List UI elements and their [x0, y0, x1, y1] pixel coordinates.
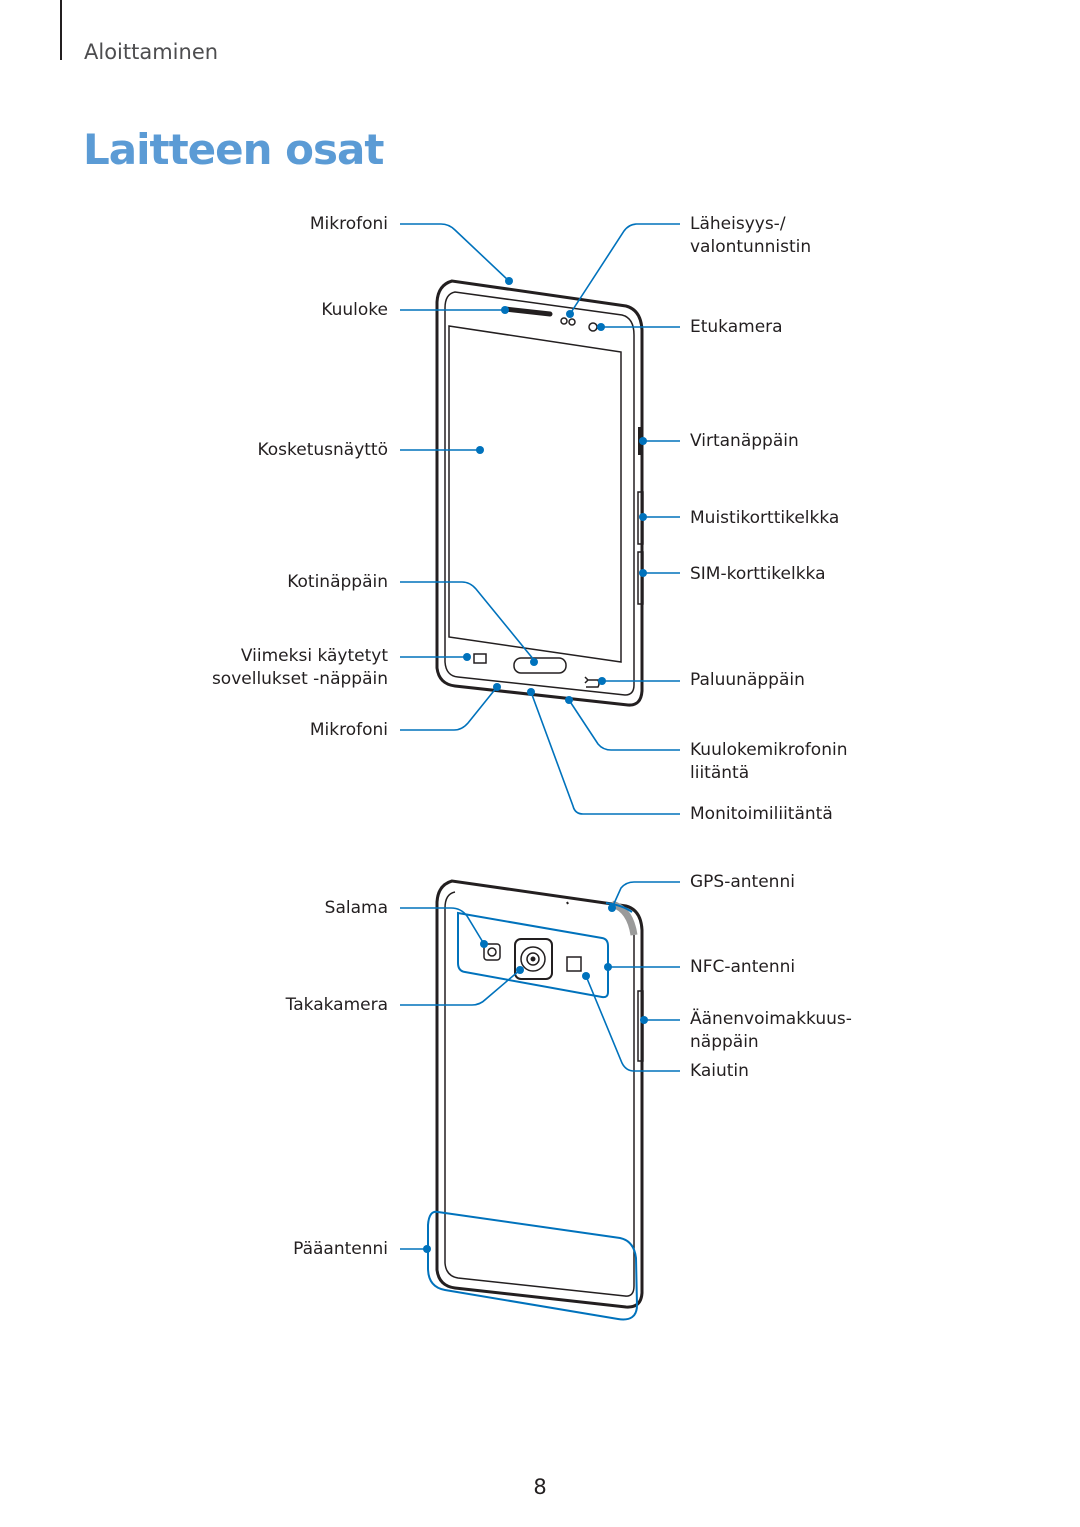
front-camera-icon: [588, 322, 598, 332]
label-muistikortti: Muistikorttikelkka: [690, 508, 840, 528]
label-mikrofoni-bottom: Mikrofoni: [309, 720, 388, 740]
callout-kuulokemikrofoni: [568, 699, 680, 751]
nfc-antenna-region: [457, 911, 609, 999]
callout-mikrofoni-top: [400, 223, 510, 282]
callout-kaiutin: [585, 975, 680, 1072]
label-paaantenni: Pääantenni: [293, 1239, 388, 1259]
front-body: [435, 279, 644, 707]
sensor-left: [560, 317, 568, 325]
sim-card-tray: [637, 551, 644, 605]
callout-kotinappain: [400, 581, 535, 661]
rear-flash-icon: [483, 943, 501, 961]
callout-gps: [611, 881, 680, 909]
page-number: 8: [533, 1475, 547, 1499]
label-nfc: NFC-antenni: [690, 957, 796, 977]
label-virtanappain: Virtanäppäin: [690, 431, 799, 451]
callout-salama: [400, 907, 485, 945]
back-body: [435, 879, 644, 1309]
label-kotinappain: Kotinäppäin: [287, 572, 388, 592]
volume-key: [637, 990, 644, 1062]
label-kosketusnaytto: Kosketusnäyttö: [257, 440, 388, 460]
label-laheisyys-line1: Läheisyys-/: [690, 214, 786, 234]
label-kuulokemikrofoni-line2: liitäntä: [690, 763, 750, 783]
front-bezel: [444, 291, 635, 696]
front-view: [435, 277, 644, 707]
label-simkortti: SIM-korttikelkka: [690, 564, 826, 584]
back-view: [435, 879, 644, 1309]
label-etukamera: Etukamera: [690, 317, 783, 337]
callout-mikrofoni-bottom: [400, 686, 498, 731]
gps-antenna-marker: [605, 902, 633, 913]
label-viimeksi-line1: Viimeksi käytetyt: [240, 646, 388, 666]
callouts: [400, 223, 680, 1250]
rear-camera-lens: [520, 946, 546, 972]
speaker-grille: [566, 956, 582, 972]
earpiece: [502, 306, 553, 317]
label-paluunappain: Paluunäppäin: [690, 670, 805, 690]
label-kaiutin: Kaiutin: [690, 1061, 749, 1081]
margin-rule: [60, 0, 62, 60]
antenna-regions: [427, 902, 639, 1321]
top-mic-hole: [566, 901, 569, 905]
rear-camera-module: [514, 938, 553, 980]
label-volume-line1: Äänenvoimakkuus-: [690, 1009, 852, 1029]
label-volume-line2: näppäin: [690, 1032, 759, 1052]
callout-dots: [423, 277, 648, 1253]
label-laheisyys-line2: valontunnistin: [690, 237, 812, 257]
label-takakamera: Takakamera: [285, 995, 388, 1015]
section-header: Aloittaminen: [84, 40, 219, 64]
touchscreen-outline: [448, 325, 622, 663]
label-viimeksi-line2: sovellukset -näppäin: [211, 669, 388, 689]
sensor-right: [568, 318, 576, 326]
label-monitoimi: Monitoimiliitäntä: [690, 804, 833, 824]
label-mikrofoni-top: Mikrofoni: [309, 214, 388, 234]
page-title: Laitteen osat: [83, 125, 384, 174]
callout-monitoimi: [530, 691, 680, 815]
label-kuulokemikrofoni-line1: Kuulokemikrofonin: [690, 740, 848, 760]
callout-laheisyys: [569, 223, 680, 315]
recent-apps-icon: [473, 653, 487, 664]
label-gps: GPS-antenni: [690, 872, 795, 892]
home-key: [513, 657, 567, 674]
back-icon: [584, 676, 600, 688]
callout-takakamera: [400, 969, 521, 1006]
back-inner-edge: [444, 891, 635, 1297]
main-antenna-region: [427, 1210, 639, 1321]
label-kuuloke: Kuuloke: [321, 300, 388, 320]
label-salama: Salama: [324, 898, 388, 918]
